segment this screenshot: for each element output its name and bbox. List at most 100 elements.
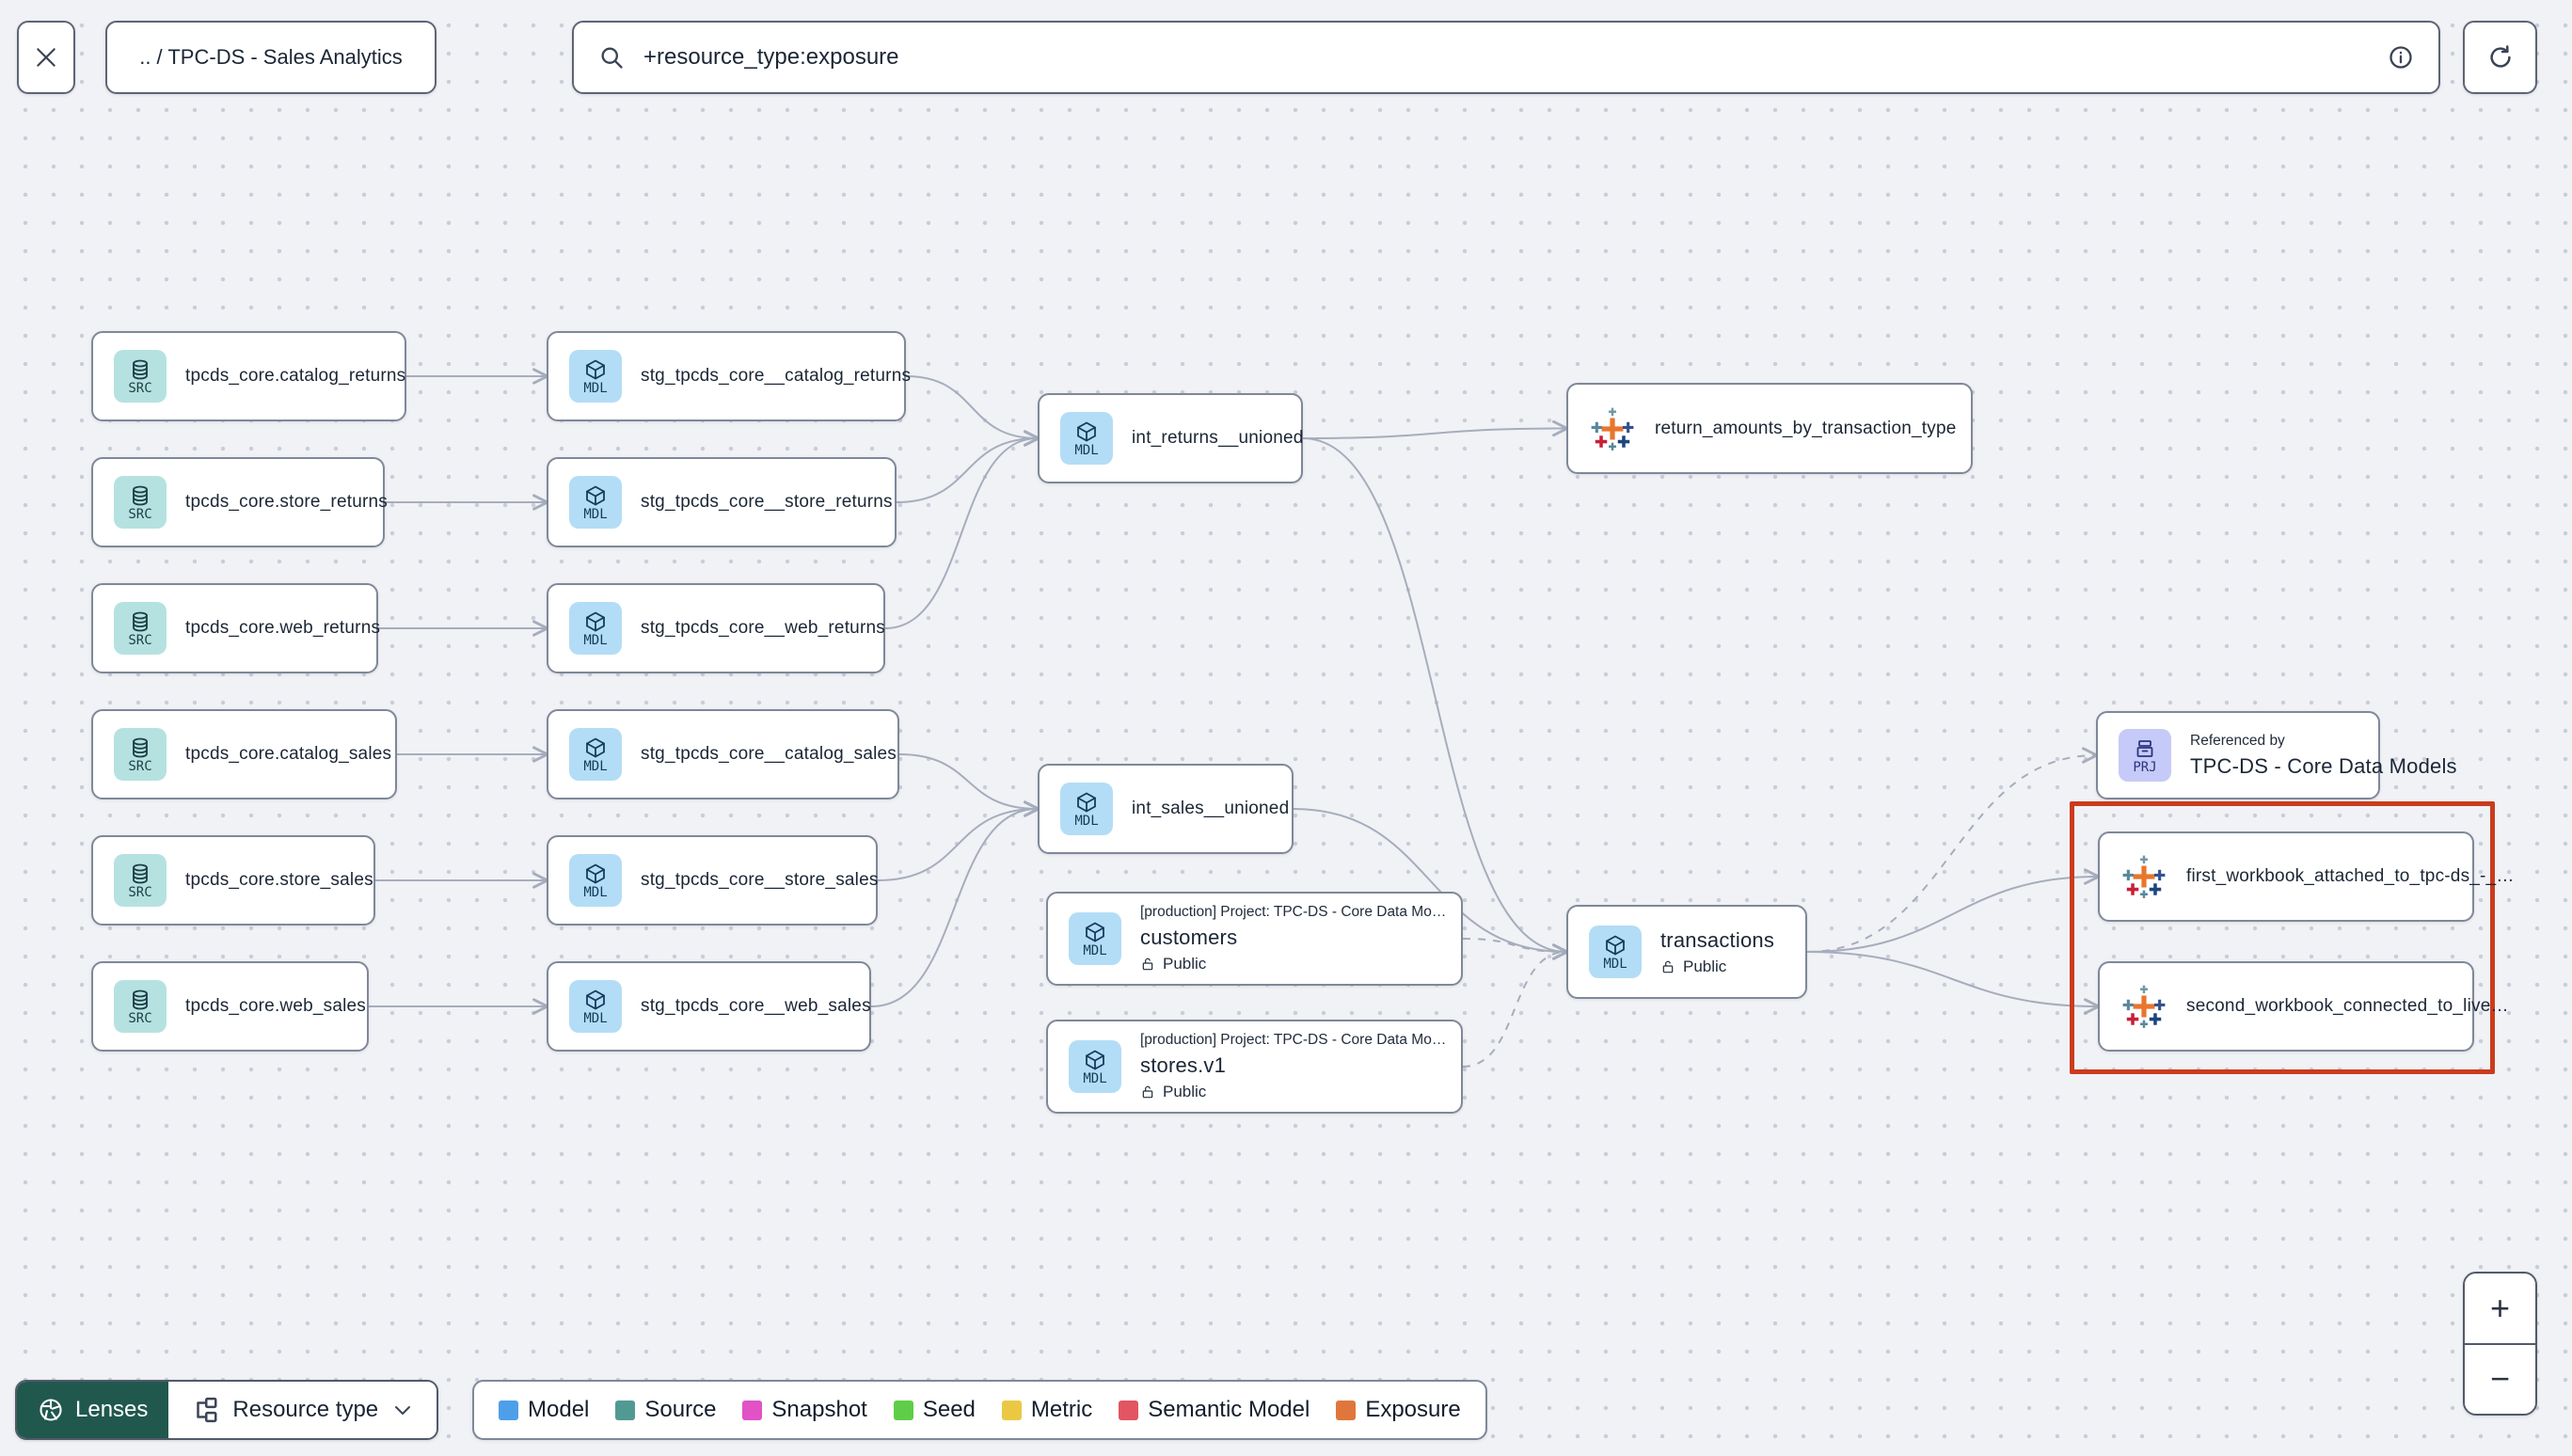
node-label: tpcds_core.web_returns (185, 618, 381, 638)
search-input[interactable] (643, 44, 2369, 71)
badge-label: PRJ (2133, 759, 2157, 775)
refresh-button[interactable] (2463, 21, 2537, 94)
cube-icon (1084, 1049, 1106, 1071)
close-button[interactable] (17, 21, 75, 94)
node-label: tpcds_core.web_sales (185, 996, 366, 1016)
graph-node-wb_first[interactable]: first_workbook_attached_to_tpc-ds_-_… (2098, 831, 2514, 922)
legend-label: Seed (922, 1397, 976, 1422)
database-icon (129, 989, 151, 1011)
node-label: int_returns__unioned (1132, 428, 1304, 448)
resource-badge: MDL (1069, 1040, 1121, 1093)
edge-stores-to-transactions (1462, 943, 1569, 1068)
node-note-label: Referenced by (2190, 732, 2285, 749)
zoom-in-button[interactable]: + (2465, 1274, 2535, 1345)
resource-type-dropdown[interactable]: Resource type (168, 1382, 437, 1438)
badge-label: SRC (128, 506, 152, 522)
cube-icon (584, 610, 607, 633)
legend-label: Exposure (1365, 1397, 1461, 1422)
zoom-out-button[interactable]: − (2465, 1344, 2535, 1414)
graph-node-src_web_returns[interactable]: SRC tpcds_core.web_returns (91, 583, 381, 673)
edge-customers-to-transactions (1462, 938, 1569, 960)
cube-icon (584, 358, 607, 381)
graph-node-exposure_returns[interactable]: return_amounts_by_transaction_type (1566, 383, 1973, 474)
selection-highlight-box (2070, 801, 2495, 1074)
graph-node-customers[interactable]: MDL[production] Project: TPC-DS - Core D… (1046, 892, 1463, 986)
resource-badge: SRC (114, 476, 167, 529)
edge-int_returns-to-exposure_returns (1302, 419, 1569, 439)
cube-icon (584, 484, 607, 507)
legend-item-exposure: Exposure (1336, 1397, 1461, 1423)
legend-item-model: Model (499, 1397, 589, 1423)
edge-stg_catalog_sales-to-int_sales (898, 753, 1040, 817)
resource-badge: SRC (114, 350, 167, 403)
access-label: Public (1163, 1083, 1207, 1100)
edge-stg_store_returns-to-int_returns (896, 430, 1040, 503)
graph-node-wb_second[interactable]: second_workbook_connected_to_live… (2098, 961, 2508, 1052)
lock-open-icon (1140, 1084, 1155, 1100)
resource-badge: MDL (569, 476, 622, 529)
resource-badge: SRC (114, 602, 167, 655)
legend-item-semantic-model: Semantic Model (1119, 1397, 1310, 1423)
node-label: tpcds_core.catalog_sales (185, 744, 392, 764)
graph-node-src_catalog_returns[interactable]: SRC tpcds_core.catalog_returns (91, 331, 406, 421)
resource-badge: MDL (1060, 412, 1113, 465)
node-access: Public (1140, 955, 1440, 973)
resource-badge: MDL (1060, 783, 1113, 835)
badge-label: SRC (128, 632, 152, 648)
info-icon[interactable] (2388, 44, 2414, 71)
graph-node-int_returns[interactable]: MDL int_returns__unioned (1038, 393, 1303, 483)
badge-label: MDL (1083, 1070, 1107, 1086)
legend-label: Model (528, 1397, 590, 1422)
lens-controls: Lenses Resource type (15, 1380, 439, 1440)
graph-node-src_store_sales[interactable]: SRC tpcds_core.store_sales (91, 835, 375, 926)
lenses-label: Lenses (75, 1397, 149, 1422)
cube-icon (584, 989, 607, 1011)
graph-node-stores[interactable]: MDL[production] Project: TPC-DS - Core D… (1046, 1020, 1463, 1114)
tableau-icon (2120, 983, 2167, 1030)
search-icon (601, 47, 623, 69)
badge-label: MDL (583, 1010, 608, 1026)
cube-icon (584, 736, 607, 759)
database-icon (129, 358, 151, 381)
aperture-icon (40, 1399, 62, 1421)
tableau-icon (1589, 405, 1636, 452)
edge-int_returns-to-transactions (1302, 437, 1569, 960)
cube-icon (1075, 791, 1098, 814)
edge-transactions-to-wb_first (1806, 868, 2101, 953)
edge-stg_store_sales-to-int_sales (877, 800, 1040, 881)
resource-badge: PRJ (2119, 729, 2171, 782)
database-icon (129, 610, 151, 633)
legend-label: Snapshot (771, 1397, 867, 1422)
resource-badge: MDL (569, 350, 622, 403)
badge-label: MDL (583, 884, 608, 900)
node-label: tpcds_core.store_sales (185, 870, 373, 890)
database-icon (129, 484, 151, 507)
badge-label: MDL (583, 506, 608, 522)
breadcrumb[interactable]: .. / TPC-DS - Sales Analytics (105, 21, 437, 94)
resource-badge: MDL (1589, 926, 1642, 978)
legend-swatch (1001, 1400, 1022, 1420)
node-access: Public (1140, 1083, 1440, 1101)
badge-label: SRC (128, 884, 152, 900)
edge-stg_web_sales-to-int_sales (870, 800, 1040, 1007)
legend-label: Semantic Model (1148, 1397, 1310, 1422)
search-bar[interactable] (572, 21, 2440, 94)
cube-icon (1604, 934, 1627, 957)
node-label: tpcds_core.catalog_returns (185, 366, 406, 386)
access-label: Public (1163, 955, 1207, 973)
lenses-button[interactable]: Lenses (17, 1382, 169, 1438)
tableau-icon (2120, 853, 2167, 900)
legend-swatch (1336, 1400, 1357, 1420)
